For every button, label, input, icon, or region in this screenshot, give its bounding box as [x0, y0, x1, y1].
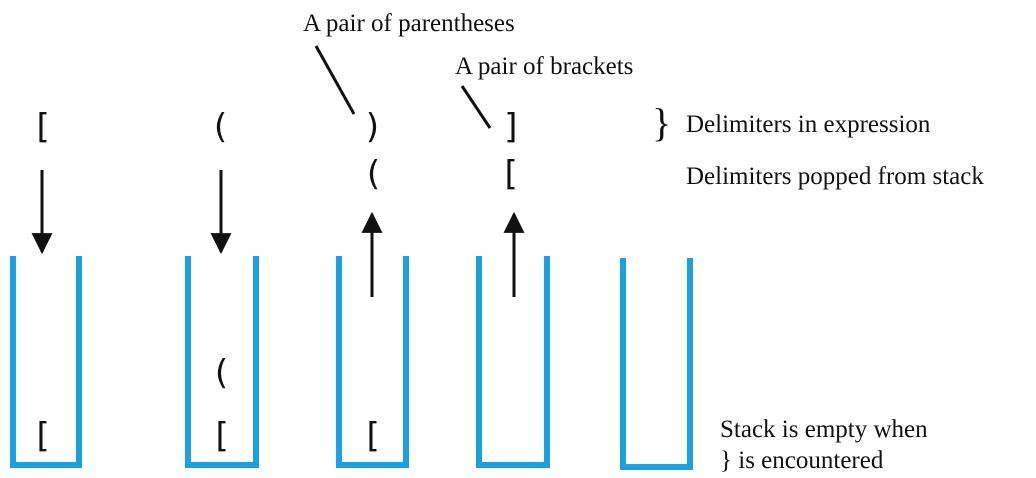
stack-item: [ — [211, 416, 231, 456]
stack-container — [185, 256, 259, 468]
expression-delimiter: [ — [32, 107, 52, 147]
stack-container — [336, 256, 409, 468]
stack-item: ( — [211, 353, 231, 393]
expression-delimiter: ] — [502, 107, 522, 147]
expression-brace: } — [652, 100, 671, 145]
stack-container — [620, 258, 693, 470]
popped-delimiter: ( — [363, 154, 383, 194]
expression-delimiter: ) — [363, 107, 383, 147]
parentheses-leader-line — [314, 45, 356, 115]
step-5 — [620, 258, 693, 470]
step-4: ] [ — [476, 107, 550, 468]
step-1: [ [ — [10, 107, 82, 468]
popped-delimiter: [ — [500, 154, 520, 194]
stack-item: [ — [362, 416, 382, 456]
step-3: ) ( [ — [336, 107, 409, 468]
stack-item: [ — [32, 416, 52, 456]
step-2: ( [ ( — [185, 107, 259, 468]
stack-empty-label-line1: Stack is empty when — [720, 416, 928, 443]
brackets-leader-line — [460, 85, 492, 129]
stack-container — [476, 256, 550, 468]
delimiters-popped-label: Delimiters popped from stack — [686, 163, 984, 190]
brackets-pair-label: A pair of brackets — [455, 53, 633, 80]
parentheses-pair-label: A pair of parentheses — [303, 10, 515, 37]
stack-empty-label-line2: } is encountered — [720, 447, 884, 474]
expression-delimiter: ( — [210, 107, 230, 147]
delimiters-in-expression-label: Delimiters in expression — [686, 111, 931, 138]
stack-container — [10, 256, 82, 468]
